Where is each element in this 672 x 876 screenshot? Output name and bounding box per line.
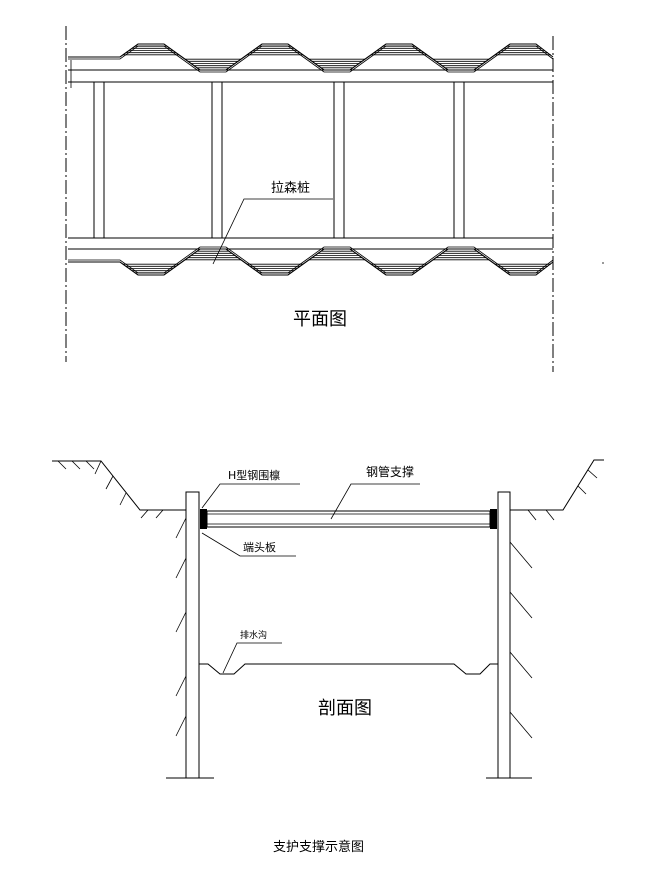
right-h-beam-waler: [490, 509, 497, 529]
left-sheet-pile: [185, 491, 200, 779]
plan-view: 拉森桩 平面图: [65, 26, 604, 372]
bottom-sheet-pile-row: [68, 246, 554, 276]
left-h-beam-waler: [200, 509, 207, 529]
sheet-pile-hatch: [309, 58, 365, 69]
h-beam-leader: [201, 483, 300, 509]
sheet-pile-profile: [68, 43, 554, 71]
sheet-pile-hatch: [185, 58, 241, 69]
pipe-strut-leader: [330, 483, 420, 520]
sheet-pile-hatch: [433, 58, 489, 69]
left-pile-soil-marks: [175, 517, 187, 737]
right-soil-hatching: [527, 469, 598, 521]
left-soil-hatching: [57, 460, 164, 519]
sheet-pile-profile: [68, 248, 554, 276]
plan-strut-4: [453, 82, 465, 238]
section-view: H型钢围檩 钢管支撑 端头板 排水沟 剖面图: [52, 459, 604, 779]
steel-pipe-strut: [206, 510, 491, 528]
right-sheet-pile: [497, 491, 511, 779]
sheet-pile-hatch: [433, 250, 489, 261]
drainage-leader: [222, 642, 282, 674]
section-title: 剖面图: [318, 698, 372, 719]
right-ground-profile: [510, 459, 604, 511]
end-plate-leader: [201, 532, 296, 557]
label-steel-pipe-strut: 钢管支撑: [366, 464, 414, 479]
plan-label-sheet-pile: 拉森桩: [271, 181, 310, 196]
label-h-beam-waler: H型钢围檩: [228, 468, 280, 482]
sheet-pile-profile-inner: [68, 246, 554, 274]
plan-title: 平面图: [293, 309, 347, 330]
sheet-pile-hatch: [309, 250, 365, 261]
excavation-bottom: [199, 663, 498, 675]
plan-strut-3: [333, 82, 345, 238]
plan-strut-1: [93, 82, 105, 238]
plan-strut-2: [211, 82, 223, 238]
label-end-plate: 端头板: [243, 540, 276, 554]
top-sheet-pile-row: [68, 43, 554, 73]
right-pile-soil-marks: [509, 541, 533, 739]
figure-caption: 支护支撑示意图: [273, 839, 364, 855]
label-drainage-ditch: 排水沟: [240, 629, 267, 641]
sheet-pile-leader: [212, 198, 333, 265]
left-ground-profile: [52, 460, 186, 511]
sheet-pile-profile-inner: [68, 45, 554, 73]
sheet-pile-hatch: [185, 250, 241, 261]
